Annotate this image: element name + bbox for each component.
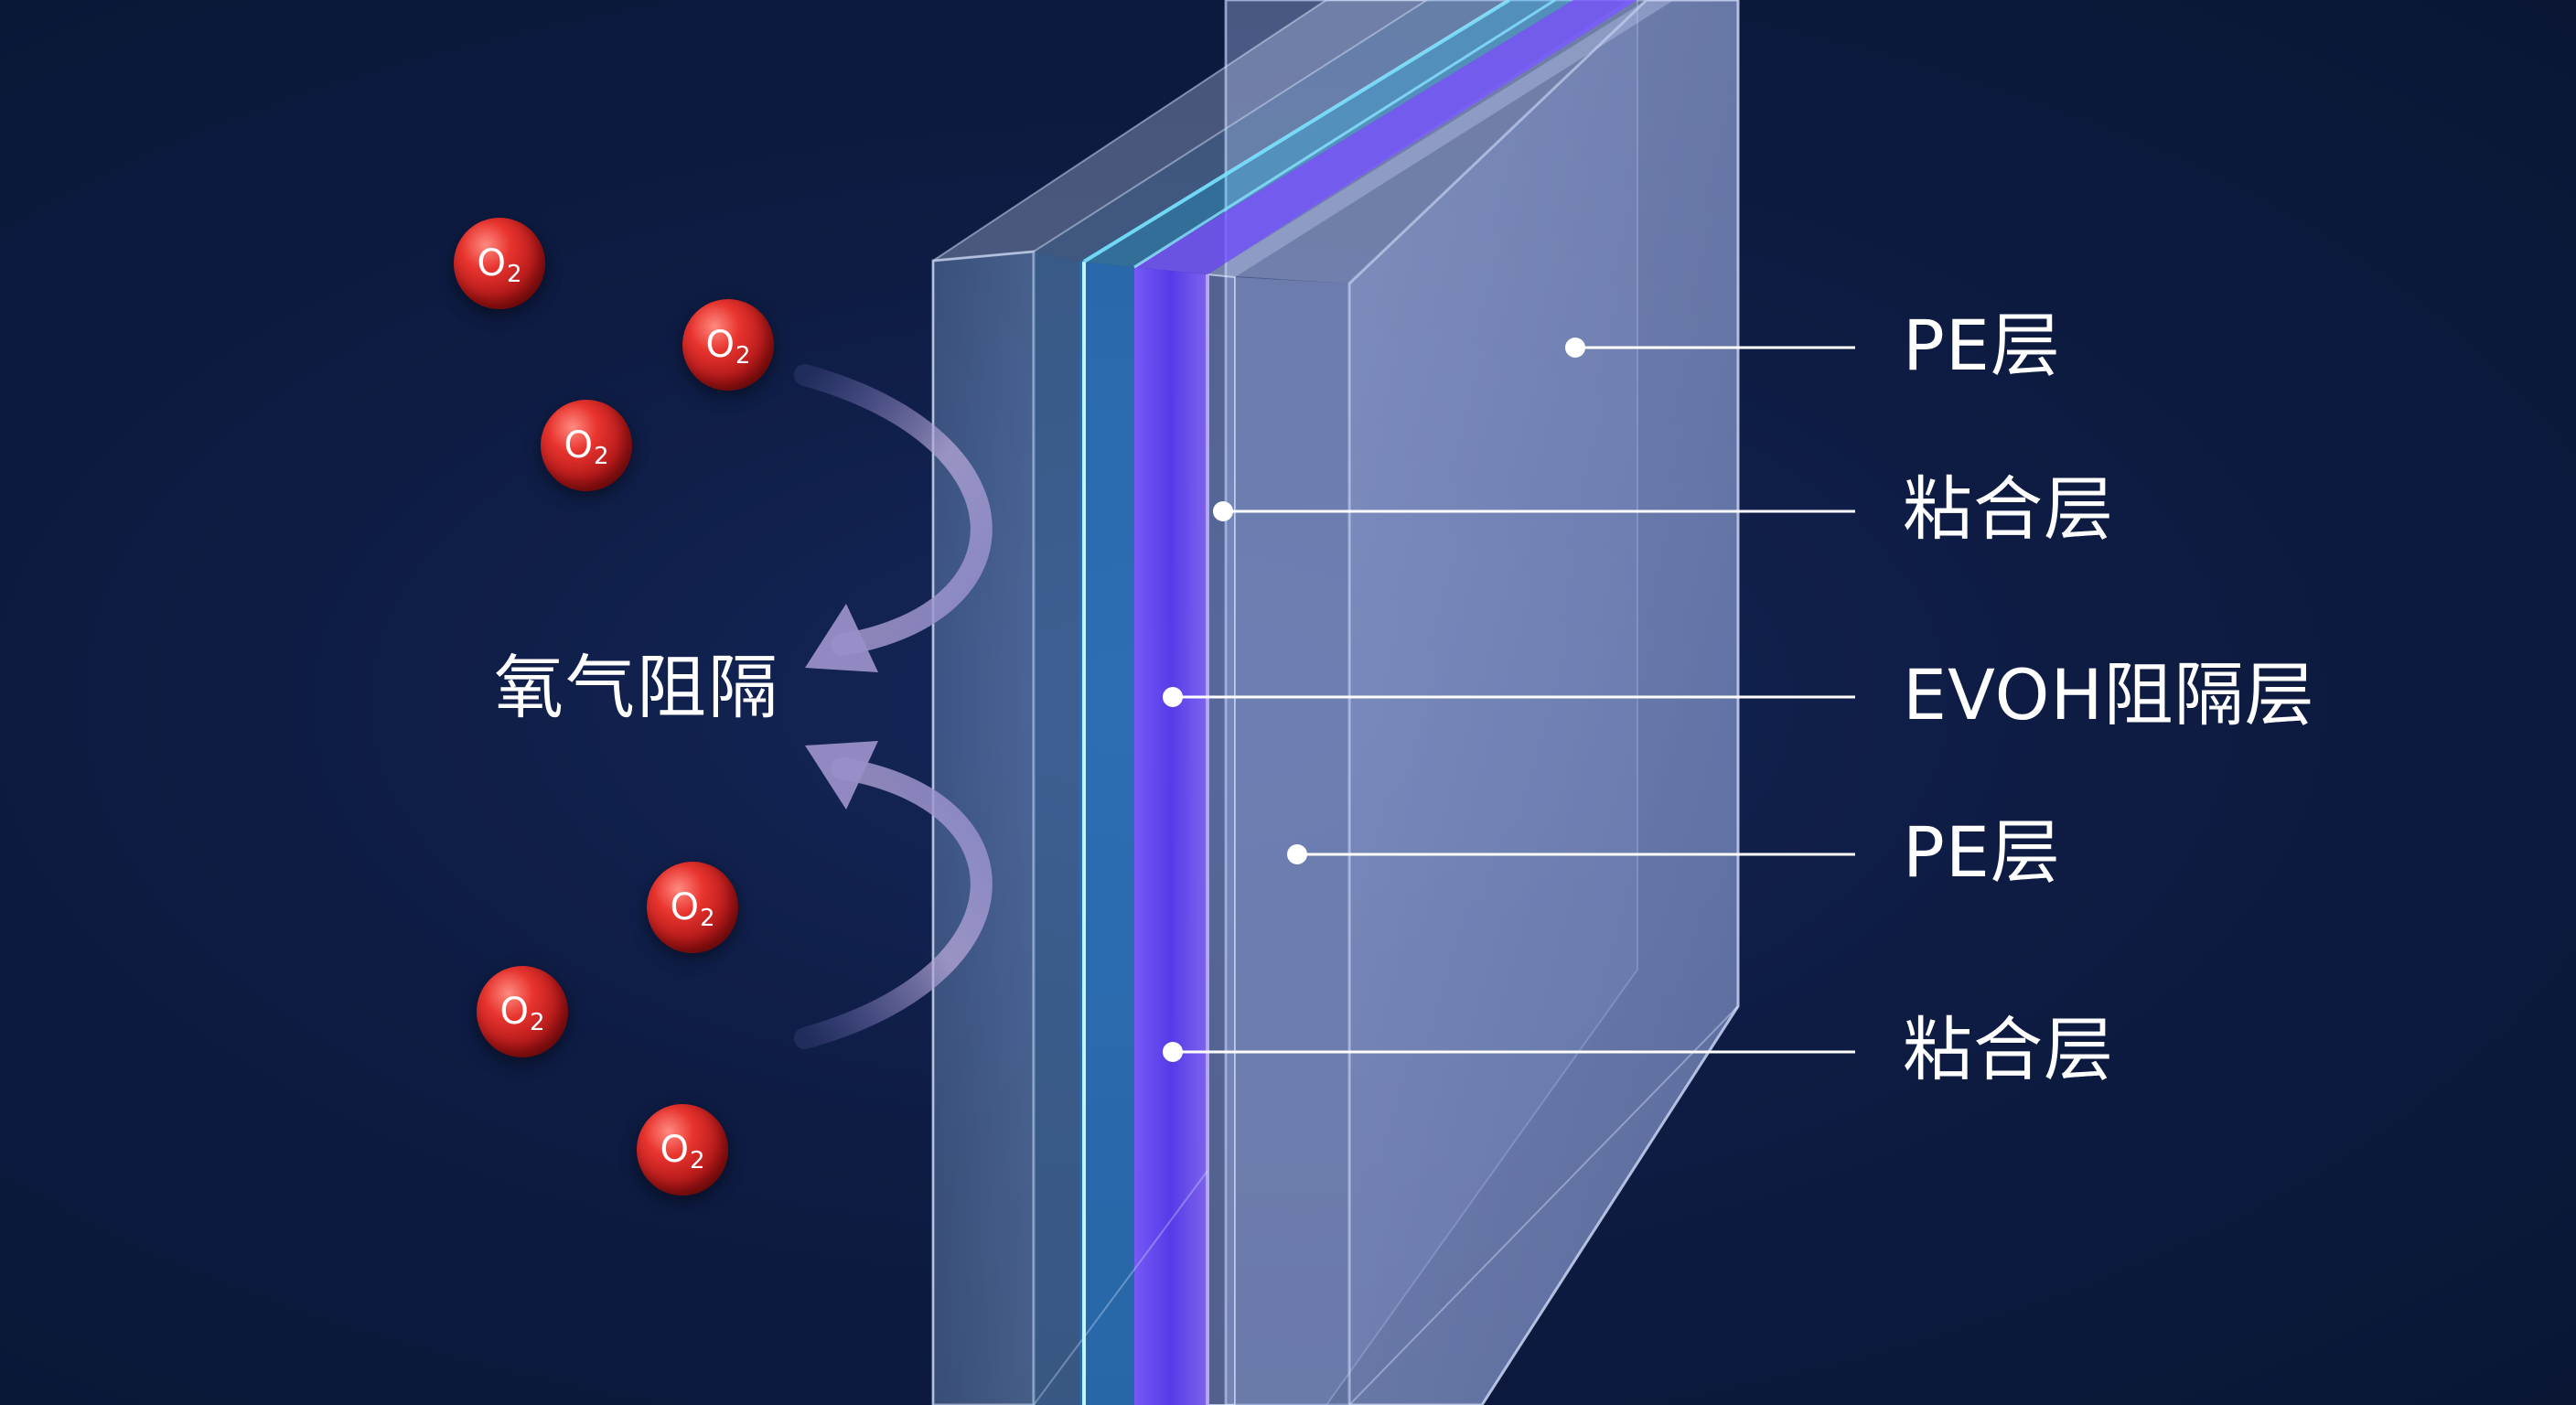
leader-adhesive-layer-1 [1213, 501, 1855, 521]
layer-label-evoh: EVOH阻隔层 [1903, 654, 2315, 735]
adhesive-layer-glow-shape [1079, 0, 1573, 1405]
pe-layer-middle-shape [1208, 0, 1740, 1405]
leader-pe-layer-1 [1565, 338, 1855, 358]
leader-adhesive-layer-2 [1163, 1042, 1855, 1062]
leader-evoh-layer [1163, 687, 1855, 707]
arrow-deflect-upper [794, 364, 993, 672]
evoh-layer-shape [1134, 0, 1637, 1405]
leader-pe-layer-2 [1287, 844, 1855, 864]
layer-label-pe-2: PE层 [1903, 811, 2061, 893]
layer-label-pe-1: PE层 [1903, 305, 2061, 386]
oxygen-barrier-label: 氧气阻隔 [494, 647, 779, 728]
arrow-deflect-lower [794, 741, 993, 1049]
layer-label-adhesive-1: 粘合层 [1903, 468, 2114, 550]
adhesive-layer-inner-shape [1207, 0, 1674, 1405]
layer-label-adhesive-2: 粘合层 [1903, 1009, 2114, 1090]
